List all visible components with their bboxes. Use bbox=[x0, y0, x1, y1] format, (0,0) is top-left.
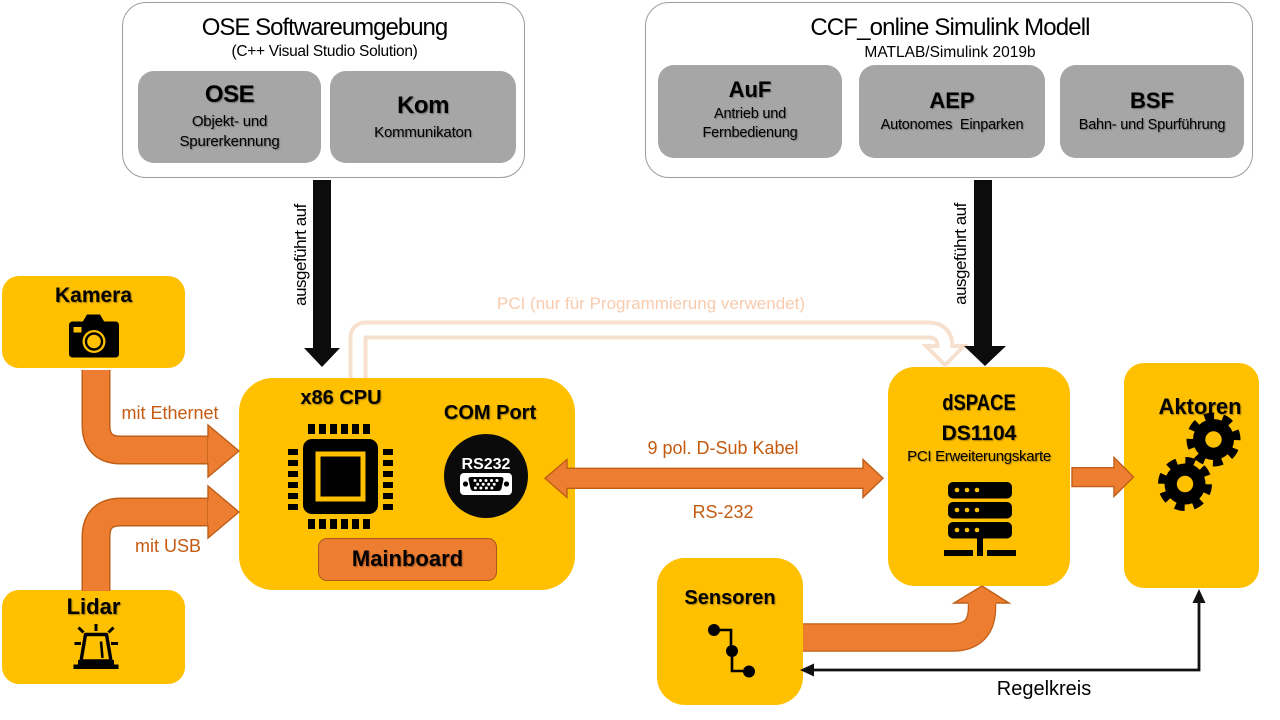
svg-text:RS232: RS232 bbox=[462, 456, 511, 473]
